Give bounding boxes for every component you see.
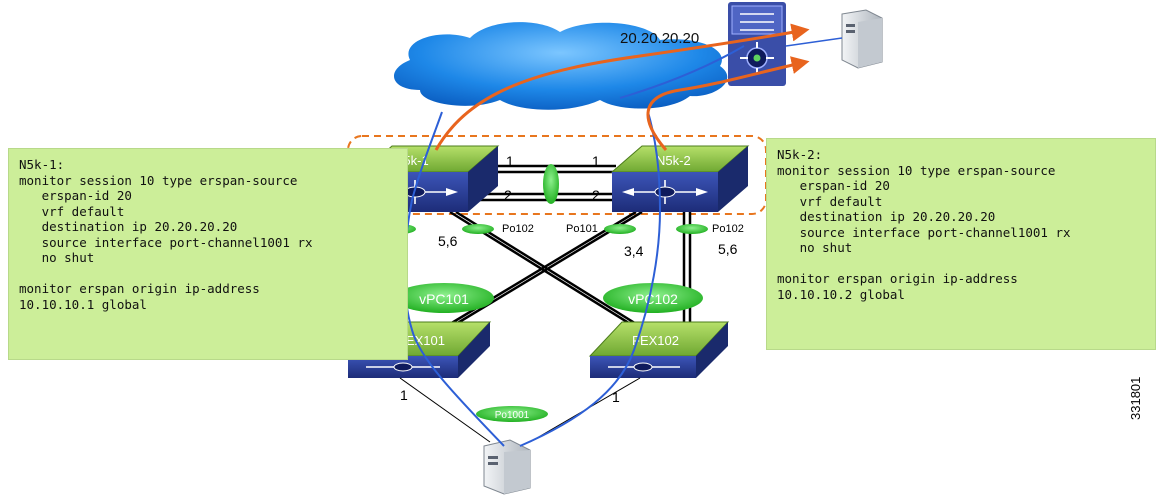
vpc102-label: vPC102 <box>628 291 678 307</box>
pc-oval-po102-right <box>676 224 708 234</box>
n5k2-config-line: no shut <box>777 240 853 255</box>
n5k2-config-line: destination ip 20.20.20.20 <box>777 209 996 224</box>
n5k1-config-panel: N5k-1:monitor session 10 type erspan-sou… <box>8 148 408 360</box>
n5k1-ports-label: 5,6 <box>438 233 458 249</box>
peer-link-label-4: 2 <box>592 187 600 203</box>
peer-link-label-3: 2 <box>504 187 512 203</box>
n5k2-config-line: monitor session 10 type erspan-source <box>777 162 1056 178</box>
cloud-icon <box>393 22 728 110</box>
monitor-server-icon <box>841 9 883 69</box>
po102-right-label: Po102 <box>712 223 744 235</box>
n5k2-config-line: 10.10.10.2 global <box>777 286 905 302</box>
po102-left-label: Po102 <box>502 223 534 235</box>
n5k1-config-line: destination ip 20.20.20.20 <box>19 219 238 234</box>
peer-link-oval <box>543 164 559 204</box>
n5k1-config-line: source interface port-channel1001 rx <box>19 234 313 250</box>
peer-link-label-1: 1 <box>506 153 514 169</box>
fex102-port-label: 1 <box>612 389 620 405</box>
destination-ip-label: 20.20.20.20 <box>620 30 699 47</box>
n5k2-config-line: source interface port-channel1001 rx <box>777 224 1071 240</box>
peer-link-label-2: 1 <box>592 153 600 169</box>
vpc102-oval: vPC102 <box>603 283 703 313</box>
n5k2-config-line: monitor erspan origin ip-address <box>777 271 1018 286</box>
n5k2-ports-b-label: 5,6 <box>718 241 738 257</box>
n5k2-label: N5k-2 <box>656 153 691 168</box>
vpc101-oval: vPC101 <box>394 283 494 313</box>
n5k2-config-line: N5k-2: <box>777 147 823 162</box>
fex101-port-label: 1 <box>400 387 408 403</box>
po1001-oval <box>476 406 548 422</box>
n5k2-config-line: vrf default <box>777 193 883 209</box>
po1001-label: Po1001 <box>495 410 530 421</box>
n5k1-config-line: vrf default <box>19 203 125 219</box>
destination-switch-icon <box>728 2 786 86</box>
n5k2-config-line: erspan-id 20 <box>777 178 890 193</box>
host-server-icon <box>483 439 531 495</box>
n5k1-config-line: monitor session 10 type erspan-source <box>19 172 298 188</box>
n5k1-config-line <box>19 266 397 282</box>
n5k1-config-line: no shut <box>19 250 95 265</box>
n5k2-config-line <box>777 256 1145 272</box>
n5k2-config-panel: N5k-2:monitor session 10 type erspan-sou… <box>766 138 1156 350</box>
pc-oval-po102-left <box>462 224 494 234</box>
erspan-tunnel-arrows <box>434 23 810 151</box>
figure-id: 331801 <box>1128 376 1143 420</box>
vpc101-label: vPC101 <box>419 291 469 307</box>
fex102-label: FEX102 <box>632 333 679 348</box>
n5k1-config-line: erspan-id 20 <box>19 188 132 203</box>
pc-oval-po101 <box>604 224 636 234</box>
n5k1-config-line: N5k-1: <box>19 157 65 172</box>
fex101-label: FEX101 <box>398 333 445 348</box>
server-uplink <box>785 37 843 47</box>
n5k2-switch-icon: N5k-2 <box>610 145 750 212</box>
fex102-switch-icon: FEX102 <box>588 321 730 378</box>
po101-label: Po101 <box>566 223 598 235</box>
n5k2-ports-a-label: 3,4 <box>624 243 644 259</box>
n5k1-config-line: 10.10.10.1 global <box>19 296 147 312</box>
n5k1-config-line: monitor erspan origin ip-address <box>19 281 260 296</box>
